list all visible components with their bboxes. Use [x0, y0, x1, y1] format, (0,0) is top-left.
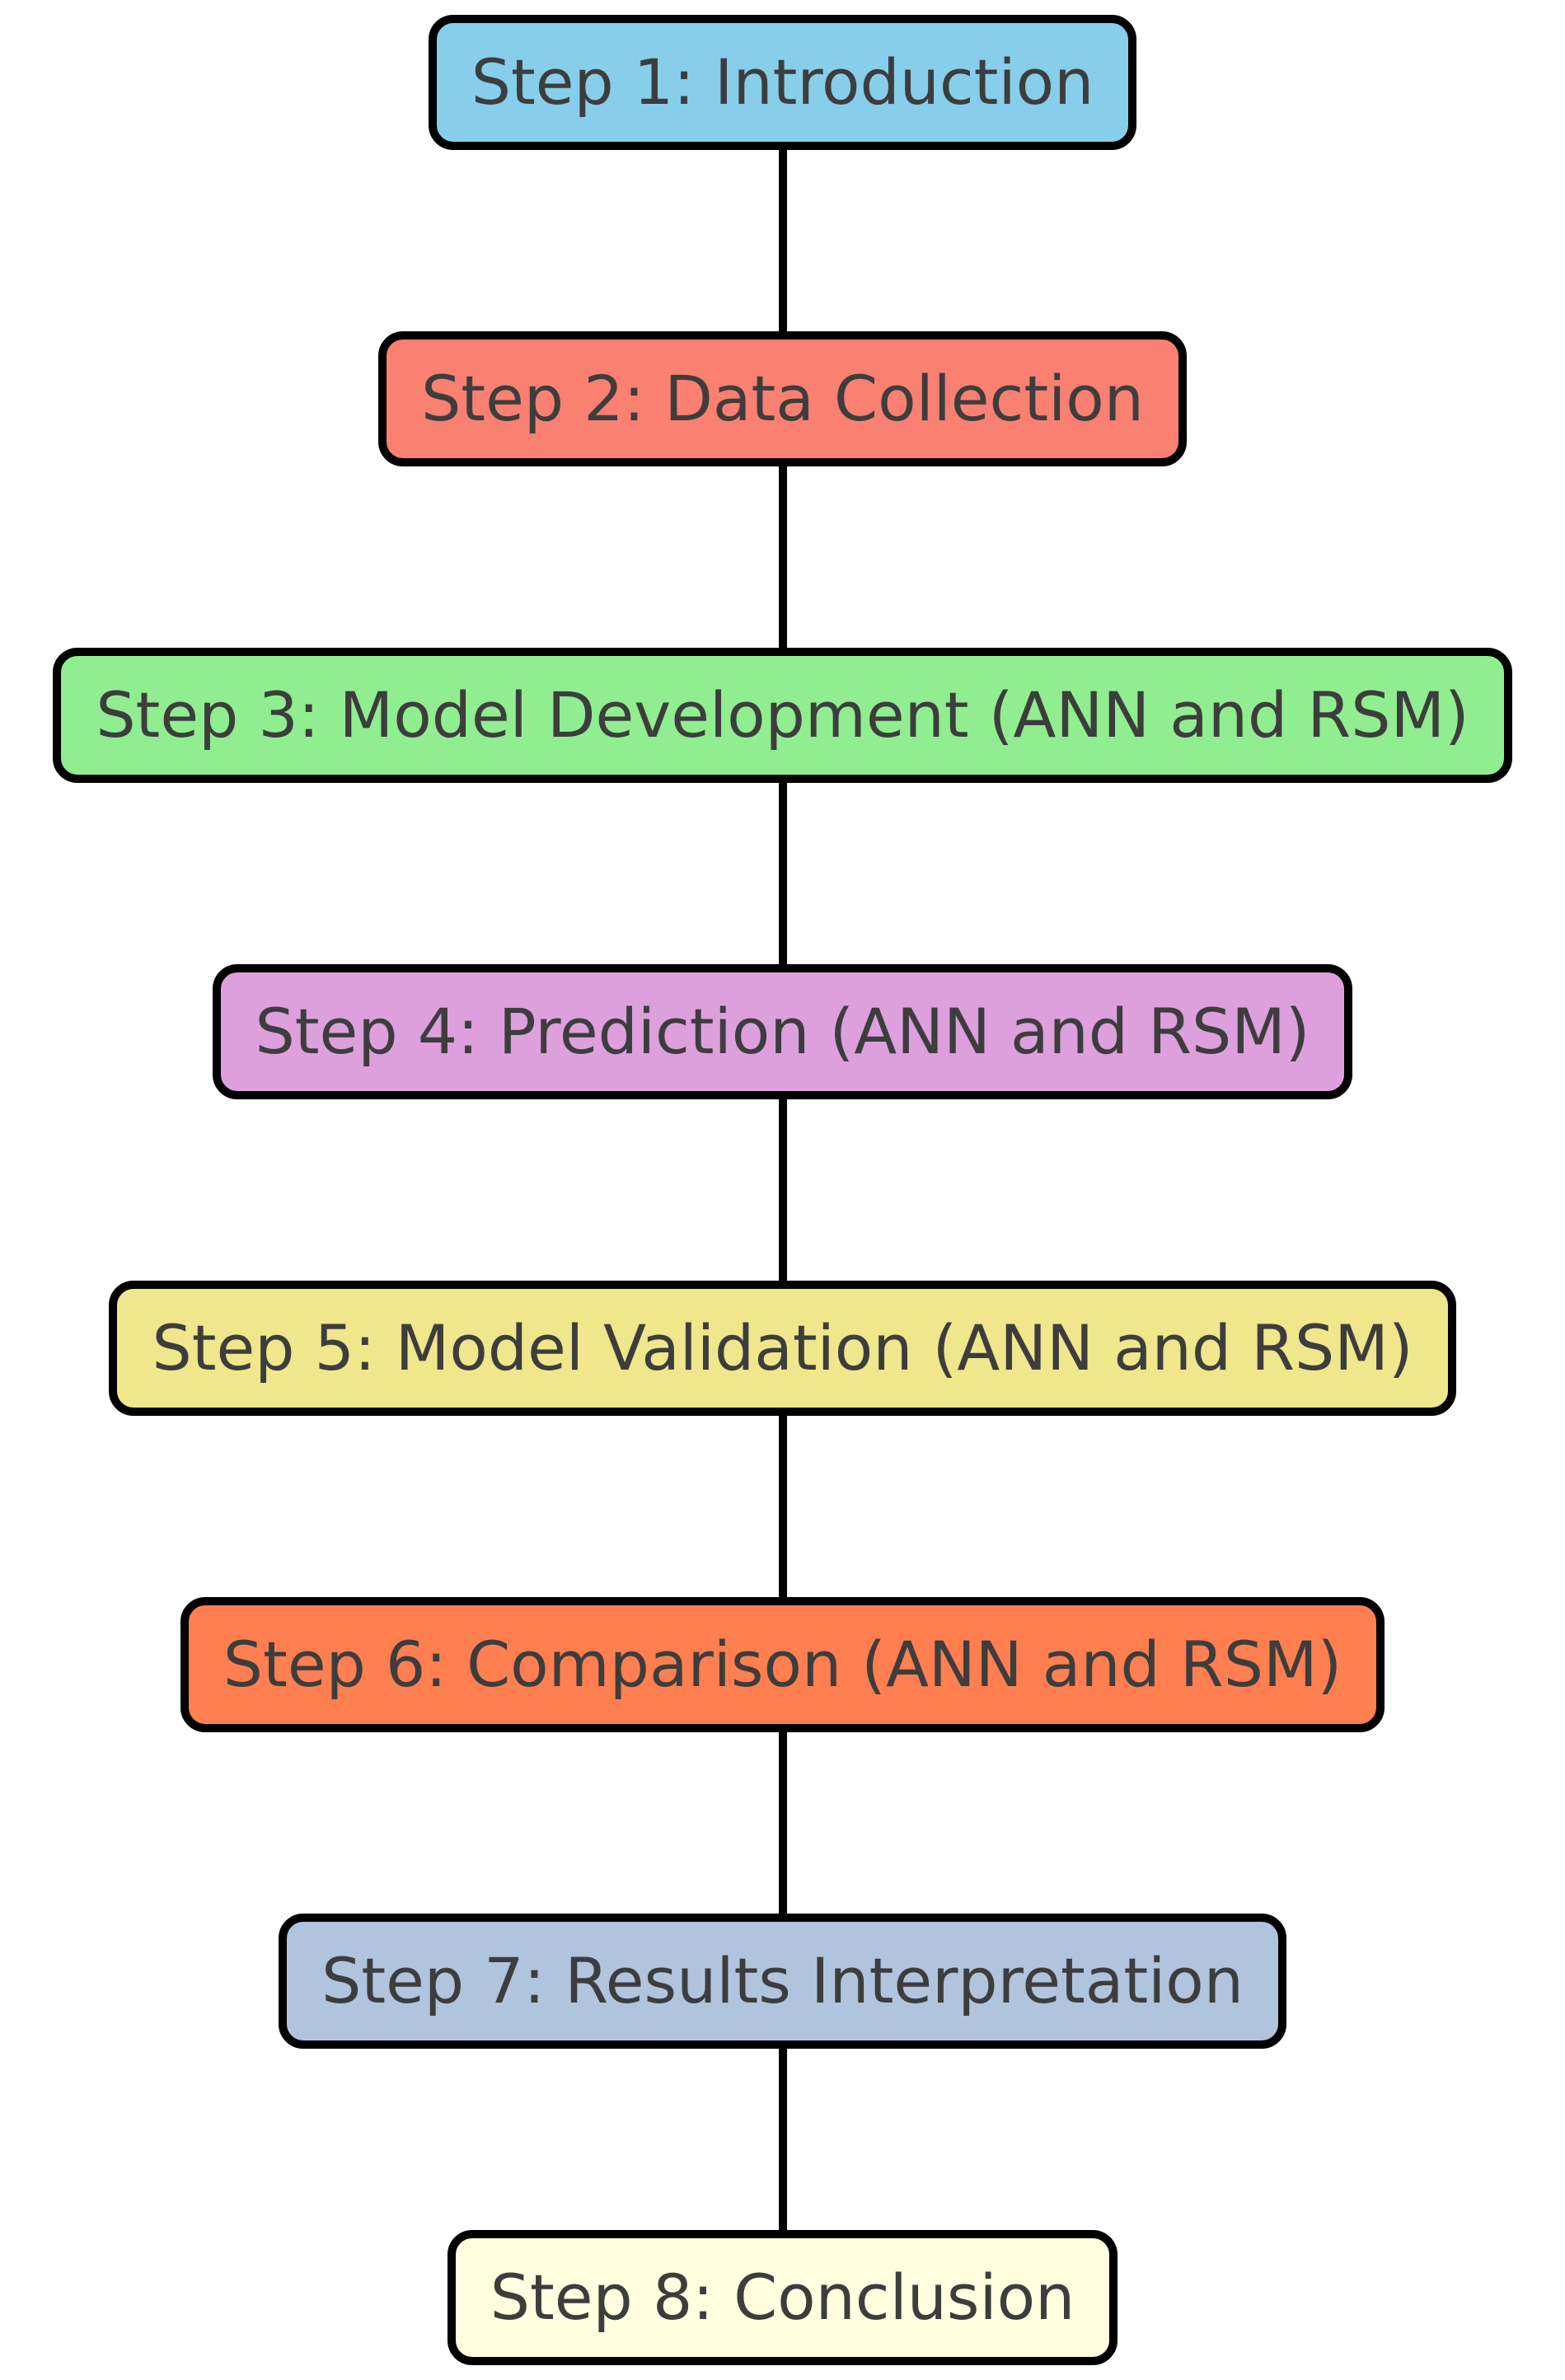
- step-label: Step 8: Conclusion: [490, 2261, 1075, 2334]
- connector-line: [778, 2049, 787, 2230]
- step-box-7: Step 7: Results Interpretation: [279, 1914, 1286, 2049]
- step-box-3: Step 3: Model Development (ANN and RSM): [53, 648, 1512, 783]
- step-label: Step 4: Prediction (ANN and RSM): [255, 995, 1310, 1068]
- connector-line: [778, 150, 787, 331]
- connector-line: [778, 1099, 787, 1281]
- step-label: Step 7: Results Interpretation: [321, 1944, 1244, 2017]
- step-box-2: Step 2: Data Collection: [378, 331, 1187, 466]
- step-label: Step 3: Model Development (ANN and RSM): [96, 678, 1469, 752]
- step-box-8: Step 8: Conclusion: [447, 2230, 1118, 2365]
- step-box-5: Step 5: Model Validation (ANN and RSM): [109, 1281, 1456, 1416]
- step-label: Step 6: Comparison (ANN and RSM): [223, 1628, 1342, 1701]
- step-label: Step 1: Introduction: [471, 45, 1094, 119]
- step-box-4: Step 4: Prediction (ANN and RSM): [212, 964, 1353, 1099]
- step-box-6: Step 6: Comparison (ANN and RSM): [180, 1597, 1385, 1732]
- connector-line: [778, 783, 787, 964]
- step-label: Step 2: Data Collection: [421, 362, 1144, 435]
- connector-line: [778, 1416, 787, 1597]
- step-box-1: Step 1: Introduction: [428, 15, 1137, 150]
- connector-line: [778, 466, 787, 648]
- step-label: Step 5: Model Validation (ANN and RSM): [152, 1311, 1413, 1384]
- connector-line: [778, 1732, 787, 1914]
